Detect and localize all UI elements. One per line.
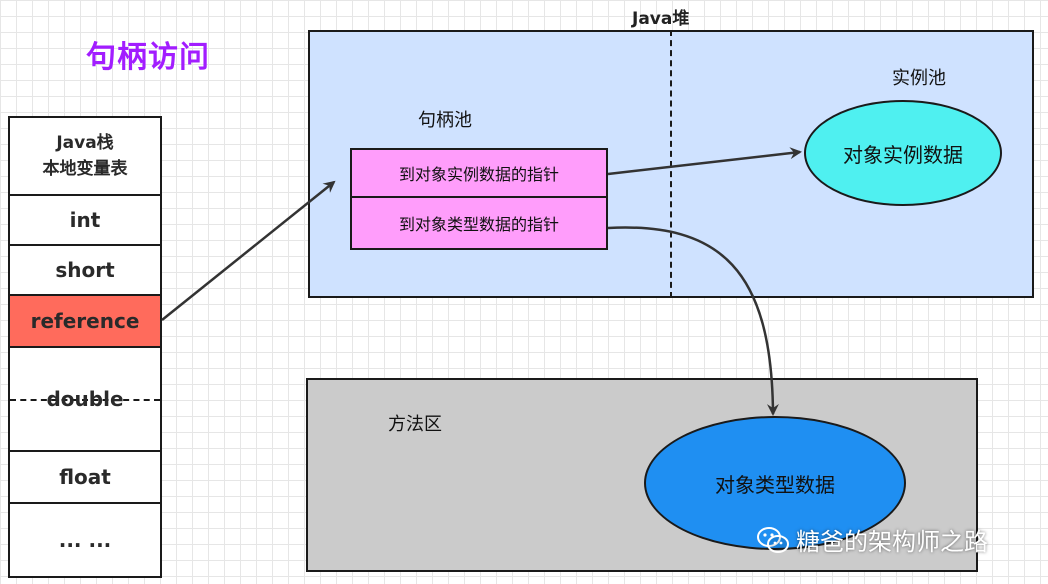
stack-cell-ellipsis: ... ... bbox=[10, 504, 160, 576]
instance-pool-label: 实例池 bbox=[892, 68, 946, 89]
pointer-to-type-box: 到对象类型数据的指针 bbox=[350, 198, 608, 250]
stack-header-line2: 本地变量表 bbox=[42, 159, 128, 179]
stack-cell-reference: reference bbox=[10, 296, 160, 348]
arrow-handle-to-type bbox=[607, 226, 779, 416]
stack-cell-int: int bbox=[10, 196, 160, 246]
arrow-reference-to-handle bbox=[161, 180, 336, 321]
pointer-to-type-text: 到对象类型数据的指针 bbox=[398, 215, 559, 234]
arrow-handle-to-instance bbox=[607, 147, 802, 176]
diagram-title: 句柄访问 bbox=[86, 40, 210, 75]
java-stack-table: Java栈 本地变量表 int short reference double f… bbox=[8, 116, 162, 578]
stack-cell-double-text: double bbox=[46, 387, 124, 411]
stack-header-line1: Java栈 bbox=[56, 133, 114, 153]
heap-divider bbox=[670, 30, 672, 298]
java-heap-label: Java堆 bbox=[632, 9, 690, 29]
watermark: 糖爸的架构师之路 bbox=[756, 522, 988, 557]
wechat-icon bbox=[757, 526, 789, 553]
type-data-ellipse: 对象类型数据 bbox=[644, 416, 906, 550]
watermark-text: 糖爸的架构师之路 bbox=[796, 528, 988, 556]
instance-data-ellipse: 对象实例数据 bbox=[804, 100, 1002, 206]
handle-pool-label: 句柄池 bbox=[418, 110, 472, 131]
type-data-text: 对象类型数据 bbox=[715, 472, 835, 497]
double-dashed-divider bbox=[10, 399, 160, 401]
stack-header-cell: Java栈 本地变量表 bbox=[10, 118, 160, 196]
pointer-to-instance-box: 到对象实例数据的指针 bbox=[350, 148, 608, 198]
stack-cell-short: short bbox=[10, 246, 160, 296]
pointer-to-instance-text: 到对象实例数据的指针 bbox=[398, 165, 559, 184]
method-area-label: 方法区 bbox=[388, 414, 442, 435]
instance-data-text: 对象实例数据 bbox=[843, 142, 963, 167]
stack-cell-float: float bbox=[10, 452, 160, 504]
stack-cell-double: double bbox=[10, 348, 160, 452]
method-area-region bbox=[306, 378, 978, 572]
